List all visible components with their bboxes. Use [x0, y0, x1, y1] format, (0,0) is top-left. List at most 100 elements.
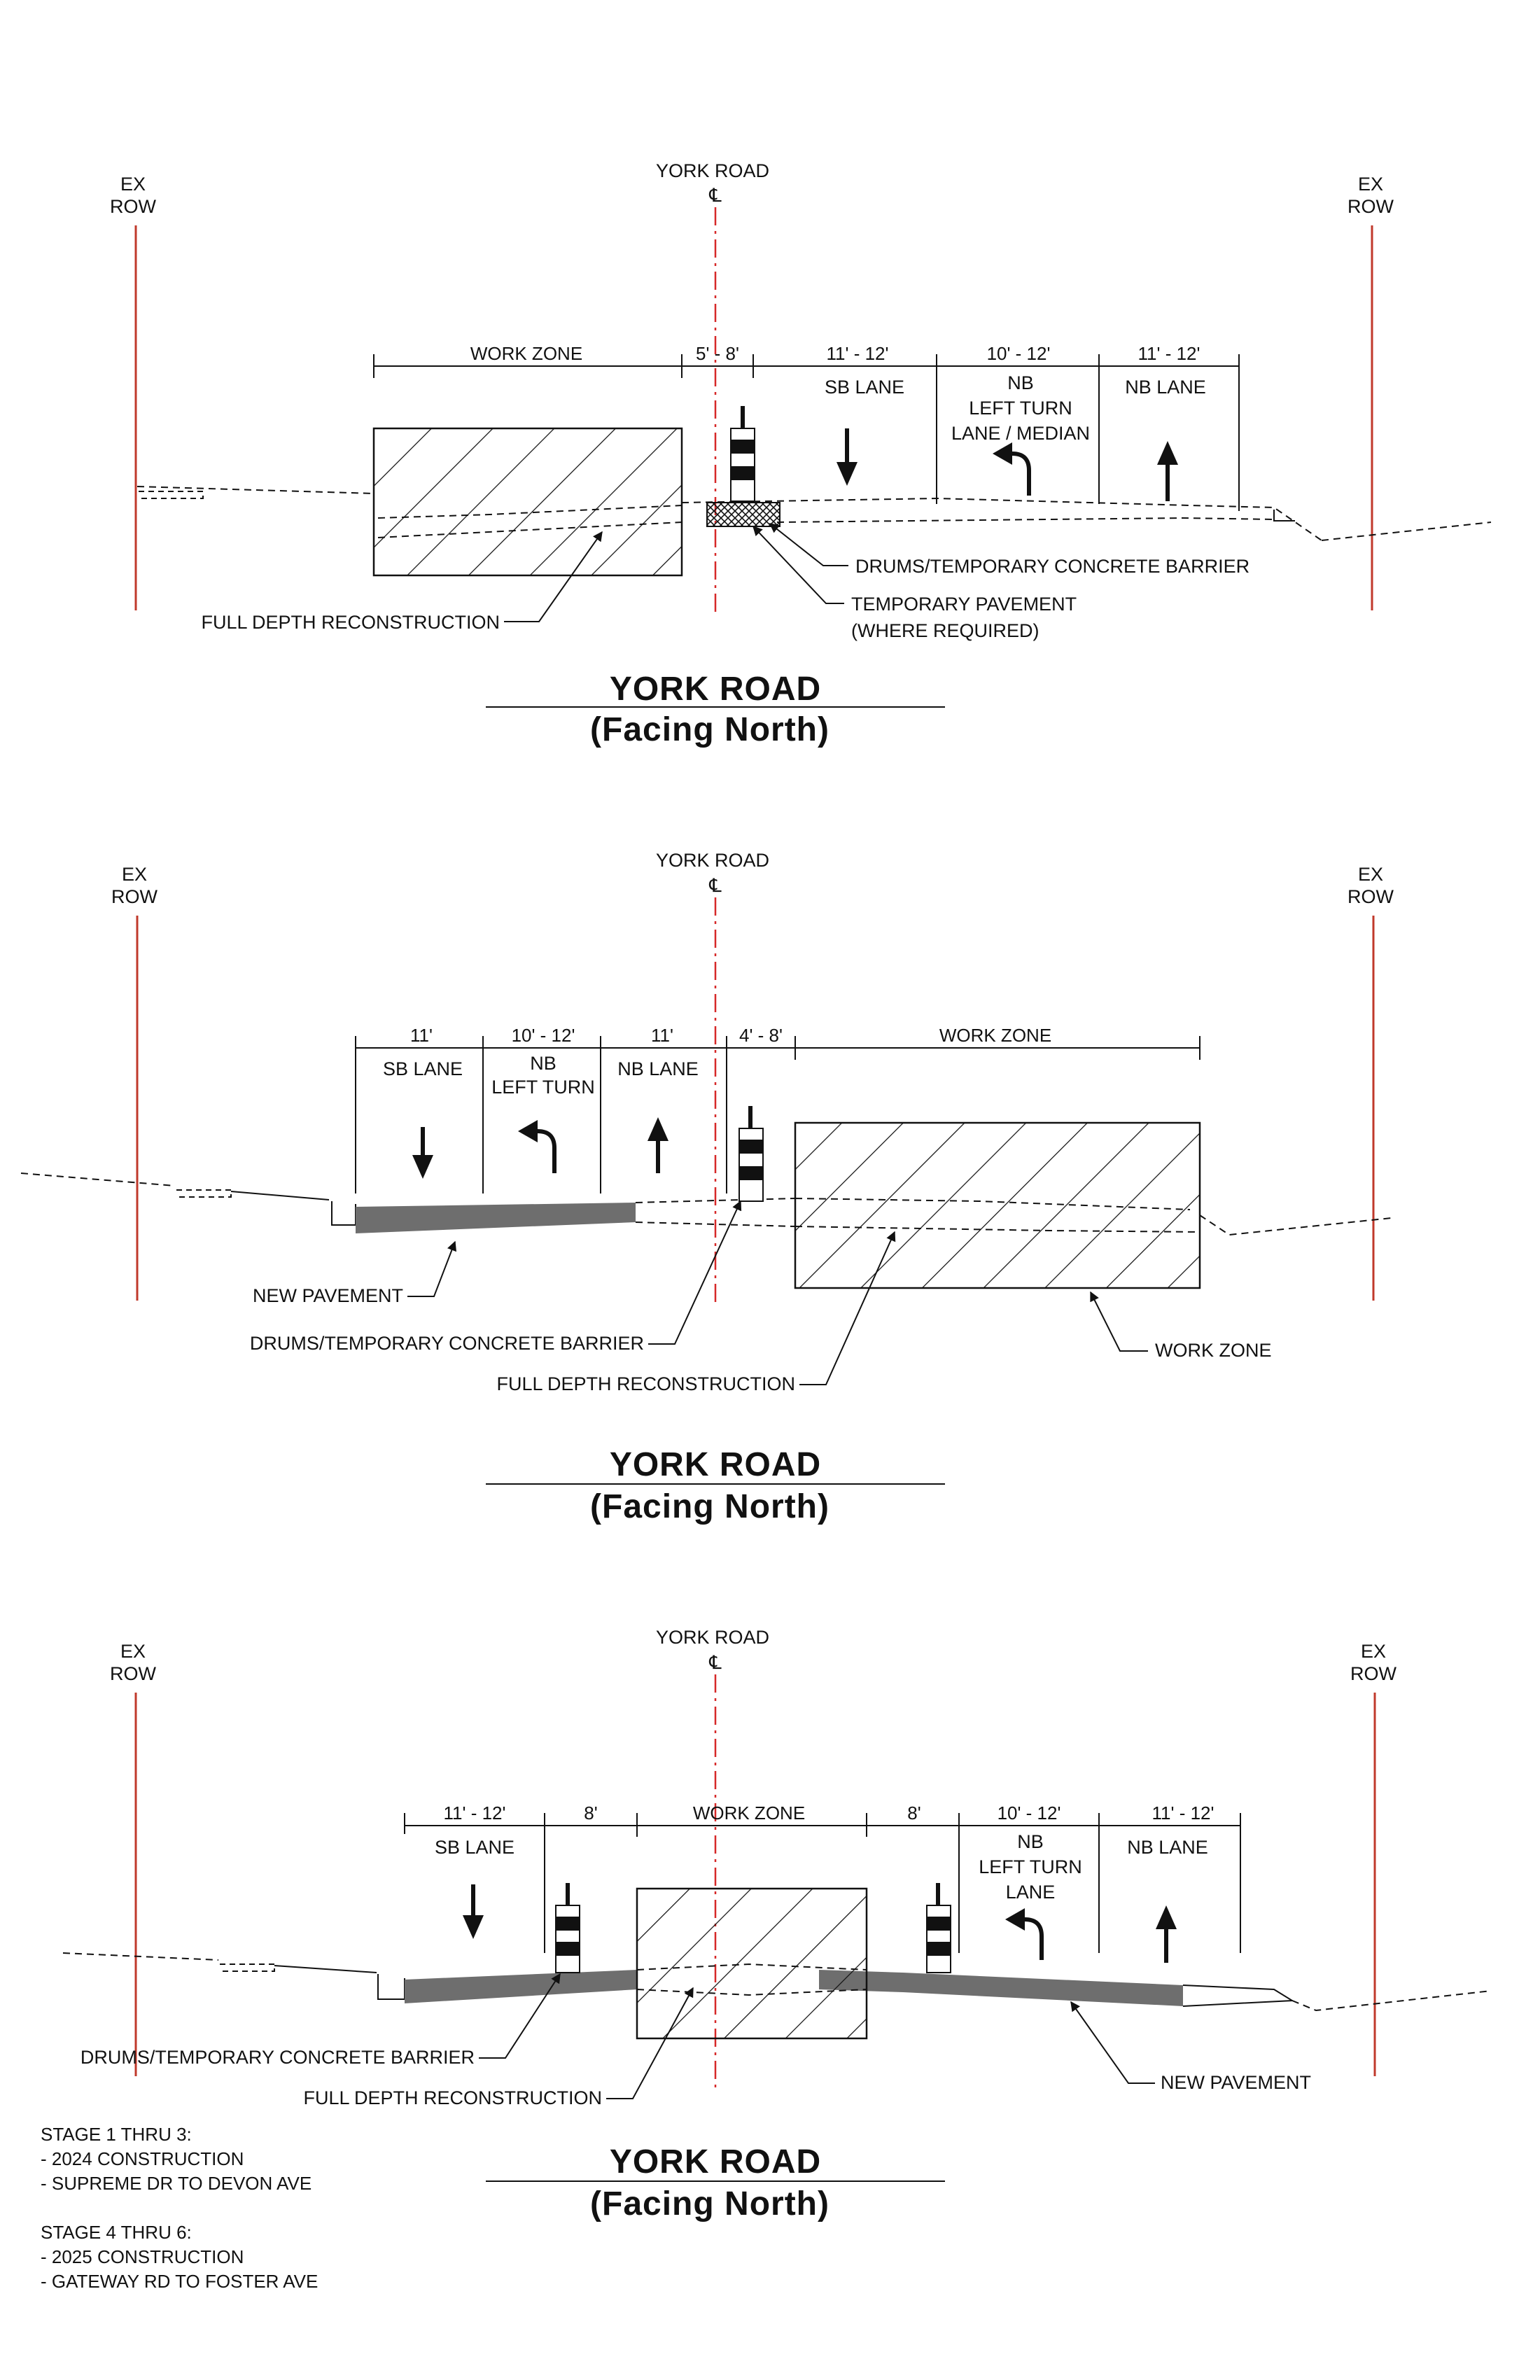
section-3: EX ROW EX ROW YORK ROAD ℄ 11' - 12' 8' W…	[62, 1627, 1492, 2222]
ground-left	[62, 1952, 219, 1961]
row-label-top: EX	[1358, 864, 1383, 885]
work-zone-block	[794, 1121, 1201, 1289]
notes-spacer	[41, 2196, 318, 2220]
work-zone-base	[636, 1989, 867, 1996]
centerline-symbol: ℄	[708, 875, 722, 896]
section-subtitle: (Facing North)	[590, 711, 830, 748]
row-label-bottom: ROW	[110, 196, 157, 217]
row-right: EX ROW	[1348, 864, 1394, 1301]
callout-full-depth: FULL DEPTH RECONSTRUCTION	[201, 612, 500, 633]
section-title: YORK ROAD	[610, 671, 821, 708]
row-right: EX ROW	[1348, 174, 1394, 610]
callout-temp-pavement-2: (WHERE REQUIRED)	[851, 620, 1040, 641]
leader-full-depth	[606, 1987, 694, 2099]
row-left: EX ROW	[110, 1641, 157, 2076]
lane-label-sb: SB LANE	[435, 1837, 514, 1858]
existing-ground	[230, 1191, 330, 1200]
row-left: EX ROW	[111, 864, 158, 1301]
callout-new-pavement: NEW PAVEMENT	[253, 1285, 403, 1306]
work-zone-surface	[794, 1198, 1191, 1210]
new-pavement	[356, 1203, 636, 1233]
row-label-top: EX	[1358, 174, 1383, 195]
section-subtitle: (Facing North)	[590, 2185, 830, 2222]
section-subtitle: (Facing North)	[590, 1488, 830, 1525]
ground-left	[20, 1172, 176, 1186]
dimension-line	[355, 1036, 1200, 1194]
dim-sb-lane: 11' - 12'	[827, 343, 889, 364]
leader-full-depth	[504, 531, 603, 622]
work-zone-base	[377, 522, 682, 538]
stage-b-title: STAGE 4 THRU 6:	[41, 2222, 192, 2243]
leader-drums	[479, 1973, 561, 2059]
dim-buffer: 4' - 8'	[739, 1025, 783, 1046]
stage-b-line2: - GATEWAY RD TO FOSTER AVE	[41, 2271, 318, 2292]
lane-label-turn-3: LANE	[1006, 1882, 1056, 1903]
lane-label-turn-2: LEFT TURN	[491, 1077, 595, 1098]
temporary-pavement	[706, 502, 780, 527]
lane-label-turn-1: NB	[1007, 372, 1034, 393]
work-zone-block	[372, 427, 683, 577]
drum-icon	[738, 1106, 764, 1202]
new-pavement-right	[819, 1970, 1183, 2006]
existing-ground	[136, 486, 374, 494]
arrow-left-turn-icon	[993, 442, 1031, 496]
arrow-down-icon	[463, 1884, 484, 1939]
row-label-top: EX	[120, 1641, 146, 1662]
drum-icon	[555, 1883, 580, 1973]
leader-full-depth	[799, 1231, 896, 1385]
work-zone-base	[794, 1226, 1200, 1233]
new-curb	[331, 1201, 356, 1226]
lane-label-nb: NB LANE	[1125, 377, 1206, 398]
row-label-bottom: ROW	[1348, 886, 1394, 907]
centerline-symbol: ℄	[708, 185, 722, 206]
section-title: YORK ROAD	[610, 2143, 821, 2180]
dim-sb-lane: 11'	[410, 1025, 433, 1046]
leader-new-pavement	[1070, 2001, 1155, 2084]
dim-turn-lane: 10' - 12'	[987, 343, 1051, 364]
callout-drums: DRUMS/TEMPORARY CONCRETE BARRIER	[80, 2047, 475, 2068]
dim-turn-lane: 10' - 12'	[997, 1802, 1061, 1823]
callout-temp-pavement-1: TEMPORARY PAVEMENT	[851, 594, 1077, 615]
lane-label-sb: SB LANE	[825, 377, 904, 398]
work-zone-block	[636, 1887, 868, 2040]
lane-label-nb: NB LANE	[617, 1058, 699, 1079]
dim-buffer-left: 8'	[584, 1802, 597, 1823]
dim-sb-lane: 11' - 12'	[444, 1802, 506, 1823]
ground-right	[1199, 1214, 1392, 1236]
work-zone-surface	[377, 505, 682, 519]
lane-label-turn-3: LANE / MEDIAN	[951, 423, 1090, 444]
callout-drums: DRUMS/TEMPORARY CONCRETE BARRIER	[855, 556, 1250, 577]
dim-nb-lane: 11' - 12'	[1152, 1802, 1214, 1823]
callout-full-depth: FULL DEPTH RECONSTRUCTION	[303, 2087, 602, 2108]
centerline-label: YORK ROAD	[656, 850, 769, 871]
row-label-bottom: ROW	[1348, 196, 1394, 217]
section-2: EX ROW EX ROW YORK ROAD ℄ 11' 10' - 12' …	[20, 850, 1394, 1525]
arrow-left-turn-icon	[518, 1120, 556, 1173]
row-right: EX ROW	[1350, 1641, 1397, 2076]
dim-nb-lane: 11' - 12'	[1138, 343, 1200, 364]
centerline-label: YORK ROAD	[656, 1627, 769, 1648]
ground-right	[1292, 1990, 1492, 2012]
section-title: YORK ROAD	[610, 1446, 821, 1483]
section-1: EX ROW EX ROW YORK ROAD ℄ WORK ZONE 5' -…	[110, 160, 1492, 748]
arrow-down-icon	[412, 1127, 433, 1179]
pavement-bottom	[635, 1222, 796, 1227]
dimension-line	[373, 354, 1240, 511]
lane-label-turn-1: NB	[530, 1053, 556, 1074]
arrow-left-turn-icon	[1005, 1908, 1044, 1960]
dim-nb-lane: 11'	[651, 1025, 673, 1046]
existing-ground	[274, 1965, 377, 1973]
callout-work-zone: WORK ZONE	[1155, 1340, 1272, 1361]
stage-a-line1: - 2024 CONSTRUCTION	[41, 2148, 244, 2169]
centerline-symbol: ℄	[708, 1652, 722, 1673]
lane-label-nb: NB LANE	[1127, 1837, 1208, 1858]
staging-notes: STAGE 1 THRU 3: - 2024 CONSTRUCTION - SU…	[41, 2122, 318, 2294]
arrow-up-icon	[648, 1117, 668, 1173]
dim-turn-lane: 10' - 12'	[512, 1025, 575, 1046]
new-pavement-left	[405, 1970, 637, 2003]
drum-icon	[730, 406, 755, 502]
leader-work-zone	[1090, 1291, 1148, 1352]
stage-b-line1: - 2025 CONSTRUCTION	[41, 2246, 244, 2267]
existing-curb	[220, 1963, 275, 1972]
pavement-surface	[635, 1198, 796, 1203]
